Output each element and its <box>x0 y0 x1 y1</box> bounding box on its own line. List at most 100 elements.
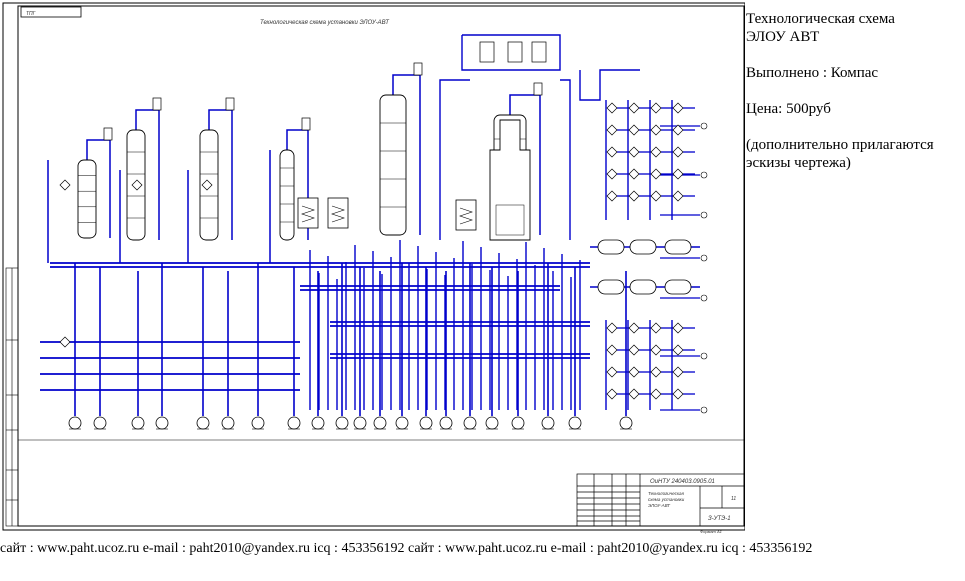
heat-exchanger <box>59 336 71 348</box>
heat-exchanger <box>672 322 684 334</box>
pump-icon <box>395 416 409 430</box>
pump-icon <box>68 416 82 430</box>
pump-icon <box>221 416 235 430</box>
heat-exchanger <box>650 344 662 356</box>
heat-exchanger <box>650 168 662 180</box>
electrodehydrator <box>597 279 625 295</box>
heat-exchanger <box>628 168 640 180</box>
reflux-drum <box>413 62 423 76</box>
outlet-marker <box>700 406 708 414</box>
cooler <box>297 197 319 229</box>
pipe-line <box>579 69 640 101</box>
info-title-line-1: Технологическая схема <box>746 11 895 27</box>
title-block-name-2: схема установки <box>648 497 685 502</box>
heat-exchanger <box>628 190 640 202</box>
ejector <box>507 41 523 63</box>
electrodehydrator <box>664 239 692 255</box>
furnace-coil <box>495 204 525 236</box>
outlet-marker <box>700 294 708 302</box>
outlet-marker <box>700 122 708 130</box>
pipe-line <box>135 109 160 240</box>
pump-icon <box>439 416 453 430</box>
outlet-marker <box>700 254 708 262</box>
heat-exchanger <box>650 388 662 400</box>
electrodehydrator <box>664 279 692 295</box>
price-text: Цена: 500руб <box>746 101 831 117</box>
pump-icon <box>419 416 433 430</box>
cooler-coil <box>301 205 315 223</box>
department: З-УТЭ-1 <box>708 516 731 522</box>
left-margin-strips <box>5 267 19 527</box>
heat-exchanger <box>606 190 618 202</box>
heat-exchanger <box>650 124 662 136</box>
distillation-column <box>77 159 97 239</box>
drawing-title: Технологическая схема установки ЭЛОУ-АВТ <box>260 20 390 26</box>
heat-exchanger <box>672 366 684 378</box>
heat-exchanger <box>672 388 684 400</box>
heat-exchanger <box>628 366 640 378</box>
heat-exchanger <box>606 388 618 400</box>
heat-exchanger <box>628 102 640 114</box>
furnace <box>489 119 531 241</box>
info-panel: Технологическая схема ЭЛОУ АВТ Выполнено… <box>746 10 961 172</box>
pipe-line <box>509 94 541 235</box>
heat-exchanger <box>628 322 640 334</box>
note-text: (дополнительно прилагаются эскизы чертеж… <box>746 137 934 171</box>
heat-exchanger <box>650 102 662 114</box>
title-block-name-3: ЭЛОУ-АВТ <box>648 503 671 508</box>
heat-exchanger <box>628 146 640 158</box>
pump-icon <box>373 416 387 430</box>
heat-exchanger <box>606 146 618 158</box>
pump-icon <box>131 416 145 430</box>
sheet-count: 11 <box>731 496 736 502</box>
cooler <box>327 197 349 229</box>
equipment <box>59 41 708 430</box>
heat-exchanger <box>606 168 618 180</box>
ejector <box>479 41 495 63</box>
info-title-line-2: ЭЛОУ АВТ <box>746 29 820 45</box>
heat-exchanger <box>650 190 662 202</box>
electrodehydrator <box>629 279 657 295</box>
heat-exchanger <box>672 124 684 136</box>
pipe-line <box>86 139 111 238</box>
pipe-line <box>560 79 571 240</box>
heat-exchanger <box>606 366 618 378</box>
pump-icon <box>335 416 349 430</box>
heat-exchanger <box>606 124 618 136</box>
drawing-frame <box>17 5 745 527</box>
heat-exchanger <box>628 344 640 356</box>
pump-icon <box>196 416 210 430</box>
reflux-drum <box>225 97 235 111</box>
title-block <box>576 473 745 527</box>
cooler-coil <box>331 205 345 223</box>
pump-icon <box>619 416 633 430</box>
pipe-line <box>286 129 309 240</box>
pump-icon <box>463 416 477 430</box>
pipe-line <box>208 109 233 240</box>
heat-exchanger <box>201 179 213 191</box>
outlet-marker <box>700 211 708 219</box>
heat-exchanger <box>672 190 684 202</box>
pump-icon <box>93 416 107 430</box>
pump-icon <box>511 416 525 430</box>
reflux-drum <box>103 127 113 141</box>
stamp-code: ТПГ <box>26 11 37 17</box>
heat-exchanger <box>628 124 640 136</box>
outlet-marker <box>700 171 708 179</box>
pump-icon <box>311 416 325 430</box>
distillation-column <box>279 149 295 241</box>
reflux-drum <box>301 117 311 131</box>
distillation-column <box>379 94 407 236</box>
title-block-name-1: Технологическая <box>648 491 684 496</box>
reflux-drum <box>152 97 162 111</box>
outlet-marker <box>700 352 708 360</box>
electrodehydrator <box>629 239 657 255</box>
made-with-text: Выполнено : Компас <box>746 65 879 81</box>
pump-icon <box>155 416 169 430</box>
footer-contacts: сайт : www.paht.ucoz.ru e-mail : paht201… <box>0 541 813 556</box>
pump-icon <box>485 416 499 430</box>
pump-icon <box>287 416 301 430</box>
heat-exchanger <box>672 344 684 356</box>
electrodehydrator <box>597 239 625 255</box>
pump-icon <box>568 416 582 430</box>
